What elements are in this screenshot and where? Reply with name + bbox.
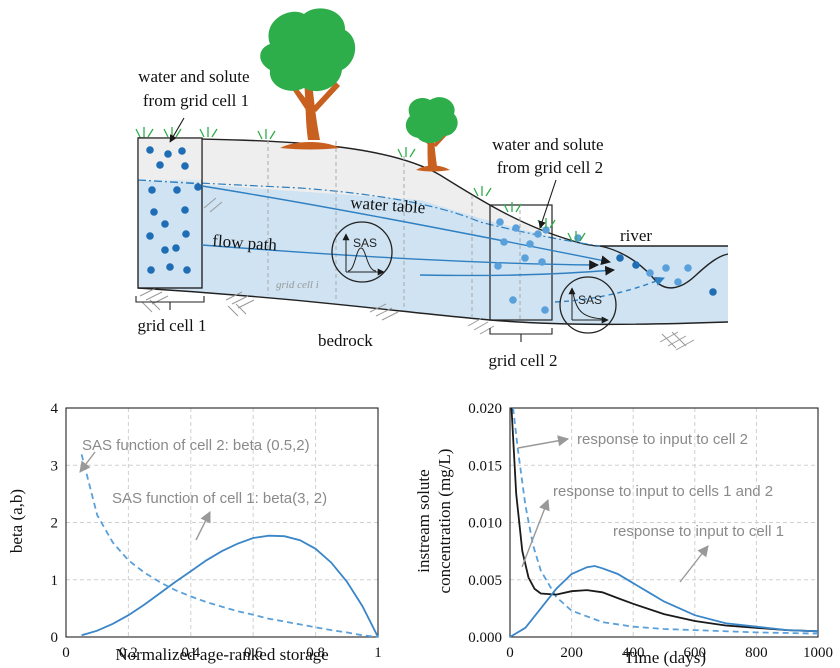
bedrock-hatching: [139, 197, 695, 351]
sas-circle-2: SAS: [559, 276, 617, 334]
water-solute-1-label: water and solute from grid cell 1: [138, 67, 254, 110]
series-annotation: SAS function of cell 1: beta(3, 2): [112, 490, 327, 507]
sas-label-2: SAS: [578, 293, 602, 307]
y-tick-label: 4: [51, 401, 59, 417]
grid-cell-i-label: grid cell i: [276, 279, 319, 291]
flow-paths: [201, 185, 665, 303]
saturated-zone: [138, 180, 728, 325]
grid-cell-1-label: grid cell 1: [138, 316, 207, 335]
series-annotation: SAS function of cell 2: beta (0.5,2): [82, 437, 310, 454]
grid-cell-2-bracket: [489, 328, 553, 342]
annotation-arrow: [195, 510, 211, 541]
grid-cell-boundaries: [267, 140, 521, 320]
grid-cell-2-label: grid cell 2: [489, 351, 558, 370]
x-tick-label: 0: [506, 645, 514, 661]
x-tick-label: 600: [684, 645, 707, 661]
bedrock-line: [137, 287, 729, 326]
x-tick-label: 800: [745, 645, 768, 661]
series-line-0: [81, 534, 379, 638]
chart0-xlabel: Normalized age-ranked storage: [115, 645, 328, 664]
river-channel: [599, 245, 729, 289]
water-table-line: [137, 179, 601, 247]
y-tick-label: 0.020: [468, 401, 502, 417]
tree-large-icon: [260, 8, 356, 150]
x-tick-label: 0: [62, 645, 70, 661]
river-label: river: [620, 226, 652, 245]
y-tick-label: 3: [51, 458, 59, 474]
water-solute-2-label: water and solute from grid cell 2: [492, 135, 608, 177]
flow-path-label: flow path: [212, 231, 278, 255]
x-tick-label: 0.8: [306, 645, 325, 661]
chart1-xlabel: Time (days): [624, 648, 706, 667]
sas-function-chart: beta (a,b) Normalized age-ranked storage…: [7, 401, 382, 664]
x-tick-label: 200: [560, 645, 583, 661]
chart1-ylabel: instream solute: [414, 469, 433, 572]
annotation-arrow: [517, 435, 570, 449]
y-tick-label: 0: [51, 630, 59, 646]
y-tick-label: 0.015: [468, 458, 502, 474]
x-tick-label: 1000: [803, 645, 833, 661]
concentration-chart: instream solute concentration (mg/L) Tim…: [414, 401, 833, 667]
y-tick-label: 2: [51, 516, 59, 532]
annotation-arrow: [521, 498, 550, 568]
tree-small-icon: [405, 97, 458, 172]
grass-tufts: [135, 127, 586, 242]
solute-dots-cell-2: [494, 218, 692, 314]
x-tick-label: 1: [374, 645, 382, 661]
chart1-ylabel-2: concentration (mg/L): [435, 449, 454, 594]
pointer-cell-2: [538, 179, 557, 229]
pointer-cell-1: [169, 117, 185, 143]
solute-dots-cell-1: [146, 146, 717, 296]
sas-label-1: SAS: [353, 236, 377, 250]
y-tick-label: 1: [51, 573, 59, 589]
series-annotation: response to input to cell 2: [577, 431, 748, 448]
hillslope-diagram: grid cell i: [135, 8, 729, 370]
y-tick-label: 0.000: [468, 630, 502, 646]
series-line-0: [512, 407, 819, 635]
grid-cell-1-bracket: [135, 296, 205, 310]
series-line-1: [80, 454, 379, 638]
y-tick-label: 0.005: [468, 573, 502, 589]
x-tick-label: 400: [622, 645, 645, 661]
x-tick-label: 0.6: [244, 645, 263, 661]
y-tick-label: 0.010: [468, 516, 502, 532]
series-annotation: response to input to cell 1: [613, 523, 784, 540]
x-tick-label: 0.4: [181, 645, 200, 661]
series-line-1: [510, 407, 819, 633]
series-line-2: [509, 565, 819, 638]
x-tick-label: 0.2: [119, 645, 138, 661]
bedrock-label: bedrock: [318, 331, 373, 350]
unsaturated-soil: [138, 138, 600, 246]
plot-frame: [509, 407, 819, 638]
plot-frame: [65, 407, 379, 638]
annotation-arrow: [79, 451, 96, 473]
chart0-ylabel: beta (a,b): [7, 489, 26, 553]
annotation-arrow: [679, 545, 709, 583]
sas-circle-1: SAS: [331, 221, 393, 283]
series-annotation: response to input to cells 1 and 2: [553, 483, 773, 500]
